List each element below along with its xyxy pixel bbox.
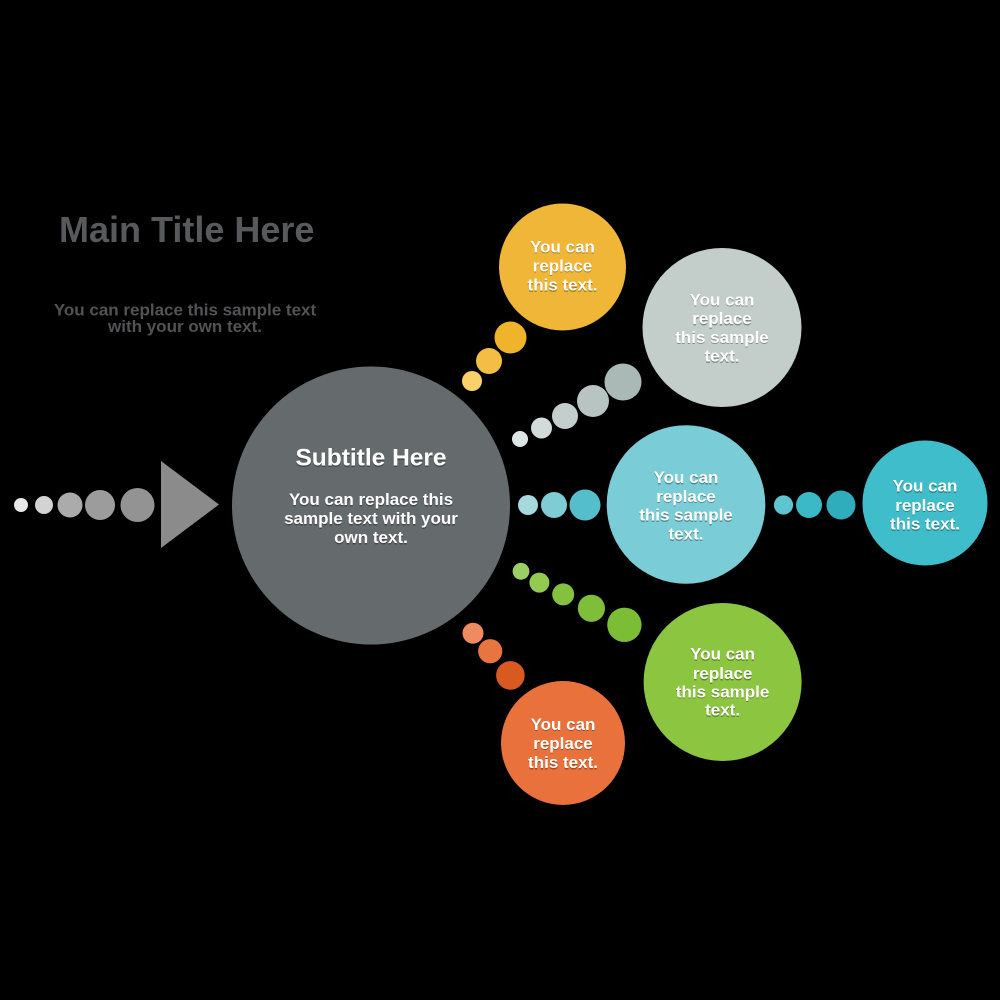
svg-text:You can: You can [893, 478, 958, 497]
svg-text:this sample: this sample [675, 329, 769, 348]
svg-text:text.: text. [705, 347, 740, 366]
svg-text:You can: You can [690, 292, 755, 311]
svg-text:You can: You can [531, 716, 596, 735]
svg-text:You can: You can [531, 715, 596, 734]
svg-text:replace: replace [692, 309, 752, 328]
svg-text:replace: replace [533, 256, 593, 275]
svg-text:this sample: this sample [676, 684, 770, 703]
svg-text:You can: You can [690, 290, 755, 309]
svg-text:sample text with your: sample text with your [284, 509, 458, 528]
svg-text:text.: text. [669, 526, 704, 545]
svg-text:You can: You can [654, 468, 719, 487]
svg-text:Subtitle Here: Subtitle Here [295, 446, 446, 473]
svg-text:You can: You can [690, 645, 755, 664]
svg-text:text.: text. [705, 348, 740, 367]
svg-text:text.: text. [705, 701, 740, 720]
svg-text:this text.: this text. [528, 754, 598, 773]
svg-text:this text.: this text. [528, 277, 598, 296]
svg-text:You can: You can [530, 239, 595, 258]
svg-text:You can replace this: You can replace this [289, 490, 453, 509]
svg-text:this text.: this text. [528, 753, 598, 772]
svg-text:replace: replace [895, 496, 955, 515]
svg-text:this sample: this sample [675, 328, 769, 347]
svg-text:replace: replace [656, 488, 716, 507]
svg-text:Main Title Here: Main Title Here [59, 209, 314, 250]
svg-text:You can: You can [530, 237, 595, 256]
svg-text:replace: replace [693, 664, 753, 683]
svg-text:text.: text. [705, 702, 740, 721]
svg-text:own text.: own text. [334, 529, 408, 548]
svg-text:You can replace this sample te: You can replace this sample text [54, 301, 317, 320]
svg-text:with your own text.: with your own text. [107, 317, 262, 336]
svg-text:replace: replace [533, 735, 593, 754]
svg-text:replace: replace [533, 258, 593, 277]
svg-text:sample text with your: sample text with your [284, 510, 458, 529]
svg-text:own text.: own text. [334, 528, 408, 547]
svg-text:this sample: this sample [639, 506, 733, 525]
svg-text:replace: replace [693, 665, 753, 684]
svg-text:Subtitle Here: Subtitle Here [295, 445, 446, 472]
svg-text:replace: replace [656, 487, 716, 506]
svg-text:this text.: this text. [890, 515, 960, 534]
svg-text:You can: You can [690, 646, 755, 665]
svg-text:this text.: this text. [890, 516, 960, 535]
svg-text:You can: You can [654, 469, 719, 488]
svg-text:replace: replace [692, 310, 752, 329]
svg-text:You can replace this: You can replace this [289, 491, 453, 510]
svg-text:replace: replace [533, 734, 593, 753]
svg-text:this sample: this sample [676, 682, 770, 701]
svg-text:You can: You can [893, 477, 958, 496]
svg-text:this text.: this text. [528, 276, 598, 295]
svg-text:text.: text. [669, 525, 704, 544]
svg-text:this sample: this sample [639, 507, 733, 526]
svg-text:replace: replace [895, 497, 955, 516]
